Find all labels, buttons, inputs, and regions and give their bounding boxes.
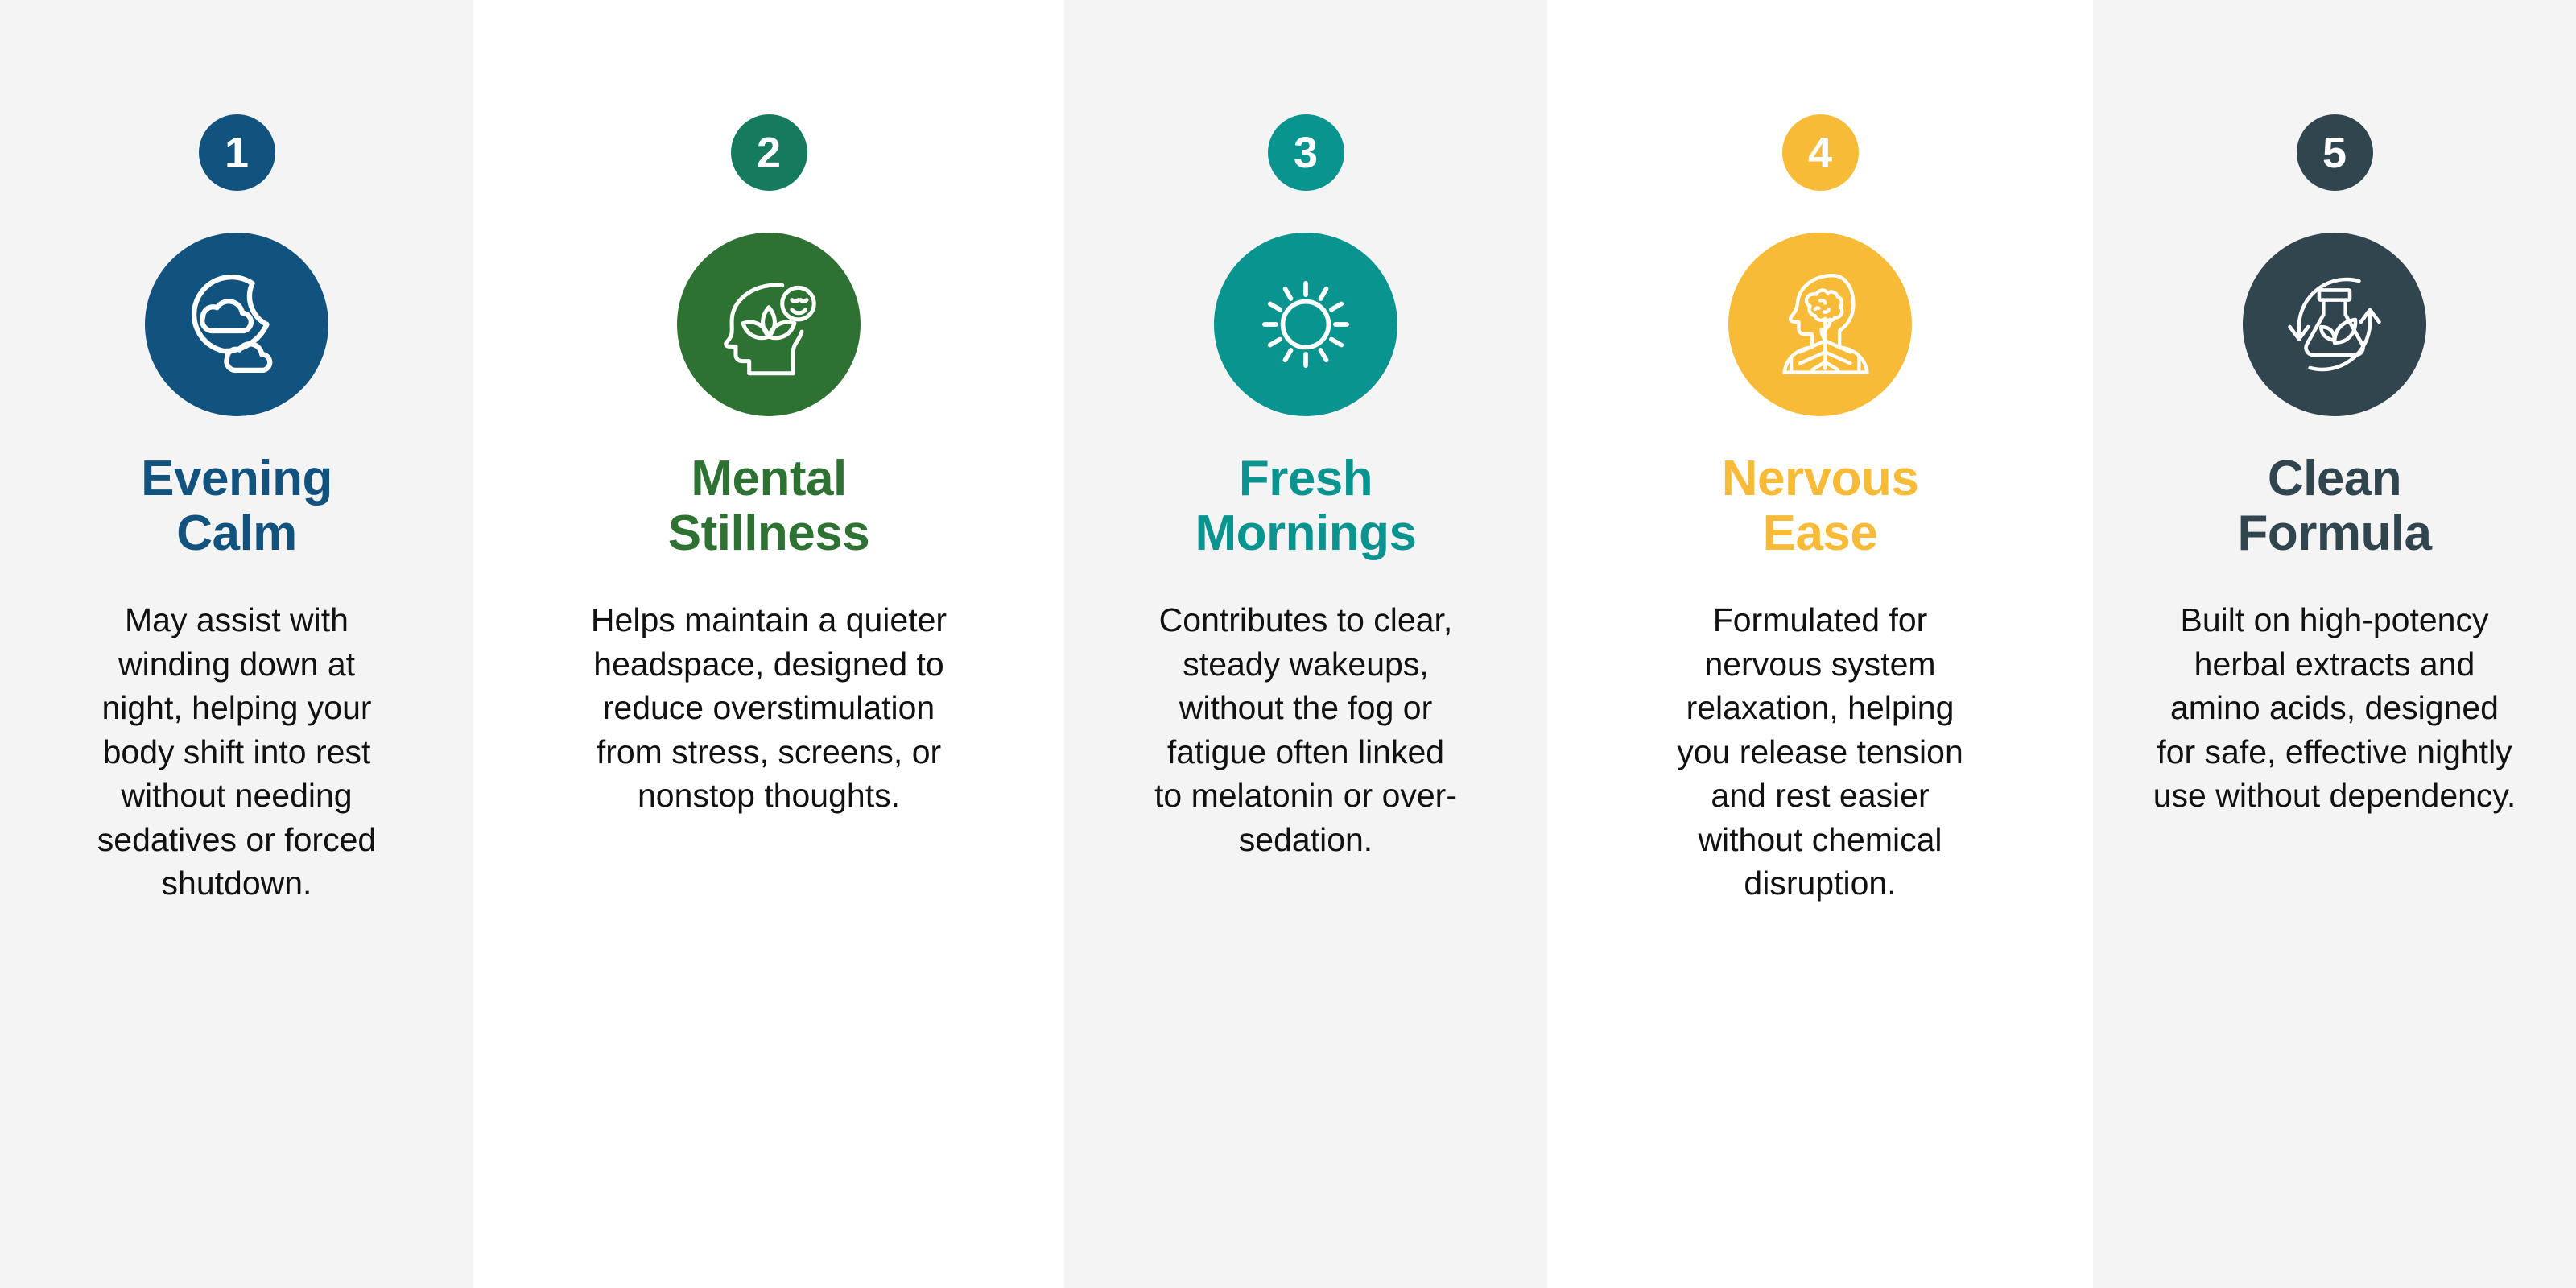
step-number-3: 3: [1293, 128, 1319, 177]
moon-clouds-icon: [176, 264, 297, 385]
benefit-title-3: Fresh Mornings: [1195, 451, 1417, 562]
step-number-badge-2: 2: [730, 114, 807, 191]
benefit-title-5: Clean Formula: [2237, 451, 2432, 562]
step-number-badge-4: 4: [1781, 114, 1859, 191]
flask-leaf-recycle-icon: [2273, 263, 2396, 386]
step-number-badge-3: 3: [1267, 114, 1344, 191]
benefit-column-2: 2: [473, 0, 1064, 1288]
benefit-body-3: Contributes to clear, steady wakeups, wi…: [1154, 601, 1457, 858]
benefit-column-3: 3: [1064, 0, 1547, 1288]
sun-icon: [1249, 267, 1363, 382]
benefit-title-2: Mental Stillness: [667, 451, 870, 562]
benefit-column-4: 4: [1547, 0, 2093, 1288]
step-number-4: 4: [1807, 128, 1833, 177]
step-number-badge-1: 1: [198, 114, 275, 191]
benefit-body-4: Formulated for nervous system relaxation…: [1677, 601, 1963, 902]
benefit-body-2: Helps maintain a quieter headspace, desi…: [590, 601, 947, 815]
benefit-column-1: 1 Evening Calm May assist with winding d…: [0, 0, 473, 1288]
benefit-title-4: Nervous Ease: [1721, 451, 1919, 562]
head-lotus-smile-icon: [708, 263, 830, 386]
step-number-2: 2: [756, 128, 782, 177]
step-number-badge-5: 5: [2296, 114, 2373, 191]
benefit-icon-disc-4: [1728, 233, 1912, 416]
step-number-1: 1: [224, 128, 250, 177]
benefit-column-5: 5: [2093, 0, 2576, 1288]
benefit-icon-disc-5: [2243, 233, 2426, 416]
nervous-system-head-icon: [1757, 262, 1883, 387]
benefit-icon-disc-3: [1214, 233, 1397, 416]
benefit-icon-disc-1: [145, 233, 328, 416]
benefit-body-5: Built on high-potency herbal extracts an…: [2153, 601, 2516, 815]
benefit-icon-disc-2: [677, 233, 861, 416]
benefit-title-1: Evening Calm: [141, 451, 332, 562]
benefit-body-1: May assist with winding down at night, h…: [97, 601, 377, 902]
step-number-5: 5: [2322, 128, 2347, 177]
